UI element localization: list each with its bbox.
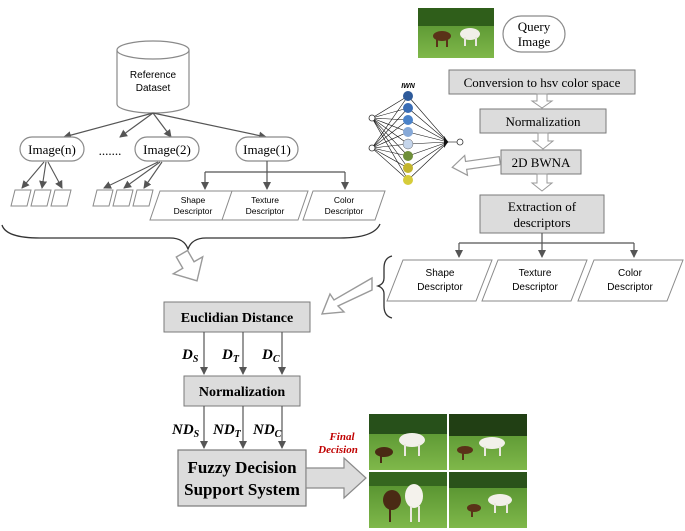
fuzzy-decision-box — [177, 449, 307, 507]
euclidian-distance-label: Euclidian Distance — [181, 311, 293, 326]
arrow-hsv-normalization — [530, 93, 554, 109]
image-ellipsis: ....... — [99, 143, 122, 158]
arrow-dataset-ellipsis — [119, 112, 154, 138]
fuzzy-line2: Support System — [184, 480, 300, 499]
neural-network-icon: IWN — [368, 83, 464, 185]
query-label-line1: Query — [518, 19, 551, 34]
query-label-line2: Image — [518, 34, 551, 49]
final-decision-line2: Decision — [317, 444, 358, 456]
ref-color-line2: Descriptor — [325, 206, 364, 216]
image-2-node — [134, 136, 200, 162]
query-texture-line1: Texture — [519, 268, 552, 279]
ref-texture-line1: Texture — [251, 195, 279, 205]
step-normalization-label: Normalization — [505, 114, 581, 129]
step-extraction — [479, 194, 605, 234]
reference-label-line1: Reference — [130, 70, 177, 81]
final-decision-arrow — [305, 456, 367, 500]
ref-texture-descriptor — [221, 190, 309, 221]
reference-brace — [1, 223, 381, 251]
reference-dataset-cylinder — [116, 40, 190, 114]
label-nds: NDS — [171, 422, 200, 440]
image-n-descriptor-blanks — [10, 161, 72, 207]
arrow-bwna-extraction — [530, 173, 554, 192]
query-shape-line1: Shape — [426, 268, 455, 279]
step-2d-bwna — [500, 149, 582, 175]
hollow-arrow-bwna-to-network — [451, 154, 502, 177]
arrow-dataset-image-n — [63, 112, 154, 140]
hollow-arrow-query-to-distance — [320, 276, 373, 315]
reference-label-line2: Dataset — [136, 83, 171, 94]
label-dc: DC — [261, 347, 280, 365]
final-decision-line1: Final — [328, 431, 355, 443]
query-color-descriptor — [577, 259, 684, 302]
label-ndc: NDC — [252, 422, 282, 440]
hollow-arrow-reference-to-distance — [171, 249, 204, 282]
label-ds: DS — [181, 347, 199, 365]
query-texture-descriptor — [481, 259, 588, 302]
arrow-normalization-bwna — [531, 132, 555, 150]
euclidian-distance-box — [163, 301, 311, 333]
normalization-label: Normalization — [199, 385, 286, 400]
query-image-thumbnail — [418, 8, 494, 58]
ref-color-line1: Color — [334, 195, 354, 205]
query-descriptor-brace — [375, 255, 393, 319]
label-dt: DT — [221, 347, 240, 365]
step-extraction-line1: Extraction of — [508, 199, 577, 214]
result-image-4 — [449, 472, 527, 528]
ref-shape-line2: Descriptor — [174, 206, 213, 216]
step-hsv-label: Conversion to hsv color space — [464, 75, 621, 90]
query-color-line1: Color — [618, 268, 643, 279]
step-extraction-line2: descriptors — [513, 215, 570, 230]
label-ndt: NDT — [212, 422, 242, 440]
step-hsv-conversion — [448, 69, 636, 95]
query-shape-descriptor — [386, 259, 493, 302]
result-image-1 — [369, 414, 447, 470]
image-2-descriptor-blanks — [92, 161, 163, 207]
ref-color-descriptor — [302, 190, 386, 221]
fuzzy-line1: Fuzzy Decision — [187, 458, 297, 477]
result-image-3 — [369, 472, 447, 528]
ref-texture-line2: Descriptor — [246, 206, 285, 216]
arrow-dataset-image-2 — [152, 112, 172, 138]
query-color-line2: Descriptor — [607, 282, 653, 293]
image-1-label: Image(1) — [243, 142, 291, 157]
image-n-node — [19, 136, 85, 162]
normalization-box — [183, 375, 301, 407]
image-n-label: Image(n) — [28, 142, 76, 157]
query-shape-line2: Descriptor — [417, 282, 463, 293]
query-texture-line2: Descriptor — [512, 282, 558, 293]
image-2-label: Image(2) — [143, 142, 191, 157]
network-label: IWN — [401, 83, 416, 90]
result-image-2 — [449, 414, 527, 470]
arrow-dataset-image-1 — [152, 112, 267, 140]
query-image-box — [502, 15, 566, 53]
ref-shape-line1: Shape — [181, 195, 206, 205]
step-2d-bwna-label: 2D BWNA — [512, 155, 571, 170]
